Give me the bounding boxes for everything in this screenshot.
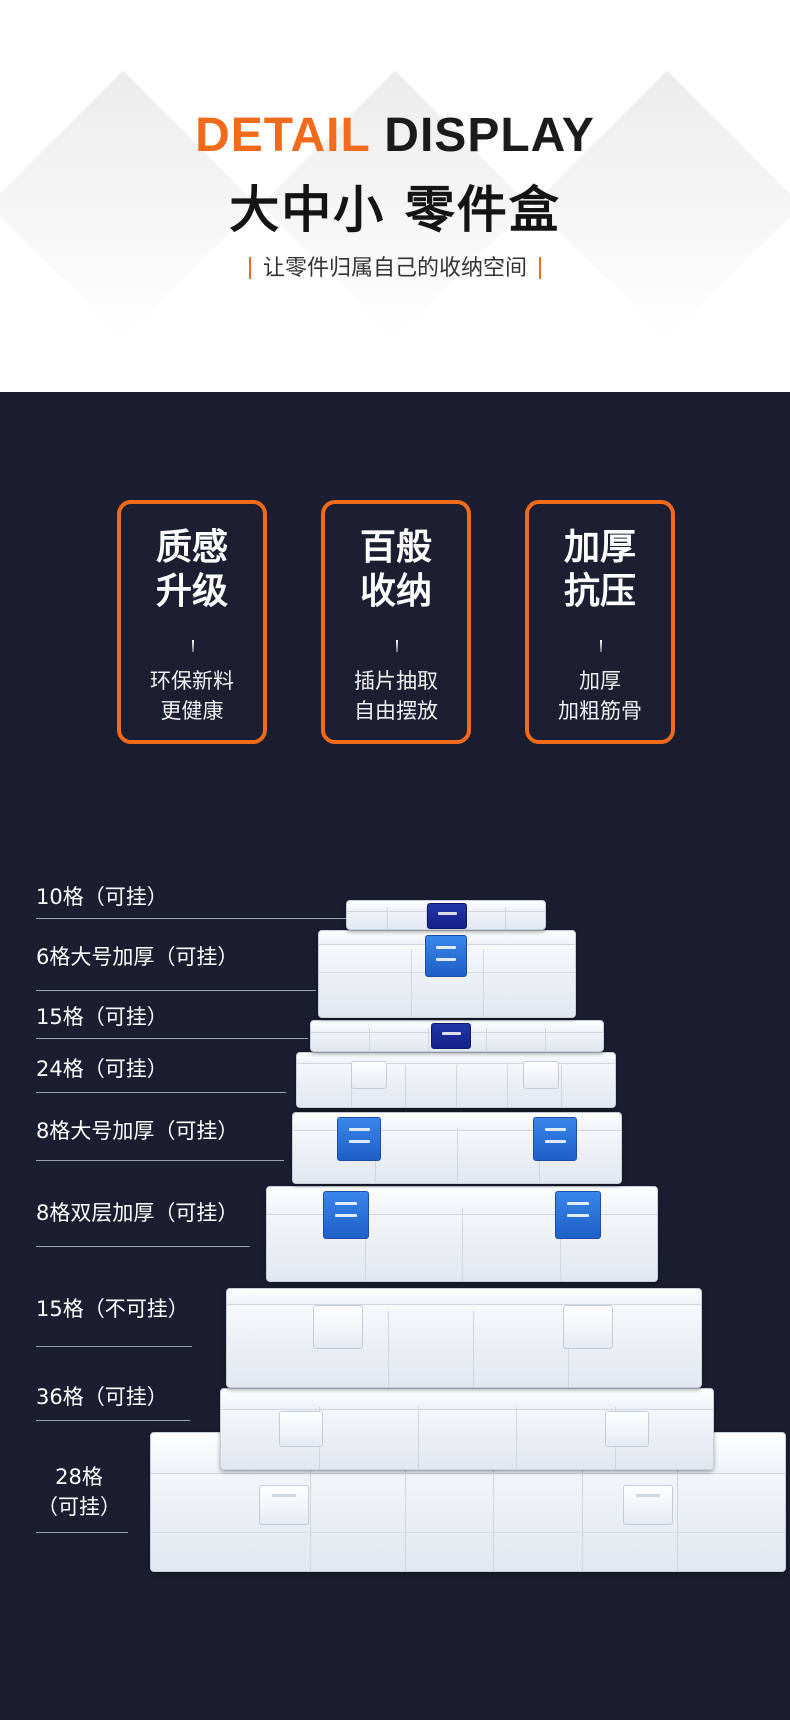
clasp-blue-left bbox=[323, 1191, 369, 1239]
clasp-left bbox=[313, 1305, 363, 1349]
clasp-left bbox=[259, 1485, 309, 1525]
feature-card-quality: 质感 升级 环保新料 更健康 bbox=[117, 500, 267, 744]
box-24-grid bbox=[296, 1052, 616, 1108]
box-divider bbox=[559, 1207, 561, 1281]
box-divider bbox=[404, 1463, 406, 1571]
box-divider bbox=[560, 1064, 562, 1107]
label-underline bbox=[36, 1420, 190, 1421]
size-label-8-large: 8格大号加厚（可挂） bbox=[36, 1119, 239, 1143]
box-lid bbox=[221, 1389, 713, 1410]
size-label-28: 28格 （可挂） bbox=[37, 1465, 121, 1519]
label-underline bbox=[36, 1346, 192, 1347]
box-divider bbox=[427, 1027, 429, 1051]
feature-divider bbox=[600, 640, 602, 652]
feature-desc: 加厚 加粗筋骨 bbox=[558, 669, 642, 723]
box-divider bbox=[516, 1406, 518, 1469]
size-label-8-double: 8格双层加厚（可挂） bbox=[36, 1201, 239, 1225]
box-divider bbox=[309, 1463, 311, 1571]
box-divider bbox=[482, 949, 484, 1017]
size-label-15: 15格（可挂） bbox=[36, 1005, 168, 1029]
box-divider bbox=[582, 1463, 584, 1571]
feature-card-storage: 百般 收纳 插片抽取 自由摆放 bbox=[321, 500, 471, 744]
box-divider bbox=[405, 1064, 407, 1107]
product-box-stack bbox=[0, 392, 790, 1720]
label-underline bbox=[36, 918, 346, 919]
clasp-right bbox=[563, 1305, 613, 1349]
box-8-double-layer bbox=[266, 1186, 658, 1282]
size-label-10: 10格（可挂） bbox=[36, 885, 168, 909]
box-divider bbox=[457, 1128, 458, 1183]
box-15-grid bbox=[310, 1020, 604, 1052]
clasp-navy bbox=[431, 1023, 471, 1049]
feature-desc: 环保新料 更健康 bbox=[150, 669, 234, 723]
box-36-grid bbox=[220, 1388, 714, 1470]
title-english-rest: DISPLAY bbox=[384, 109, 595, 162]
subtitle-text: 让零件归属自己的收纳空间 bbox=[262, 256, 527, 281]
clasp-right bbox=[523, 1061, 559, 1089]
box-divider bbox=[544, 1027, 546, 1051]
title-english-highlight: DETAIL bbox=[195, 109, 370, 162]
box-lid bbox=[227, 1289, 701, 1305]
subtitle-bar-right bbox=[539, 257, 541, 279]
box-divider bbox=[462, 1207, 463, 1281]
label-underline bbox=[36, 990, 316, 991]
box-15-grid-no-hang bbox=[226, 1288, 702, 1388]
title-chinese: 大中小 零件盒 bbox=[229, 181, 561, 239]
size-label-36: 36格（可挂） bbox=[36, 1385, 168, 1409]
box-divider bbox=[411, 949, 413, 1017]
box-divider bbox=[677, 1463, 679, 1571]
box-divider bbox=[505, 907, 507, 929]
label-underline bbox=[36, 1532, 128, 1533]
clasp-right bbox=[623, 1485, 673, 1525]
clasp-blue-left bbox=[337, 1117, 381, 1161]
feature-divider bbox=[396, 640, 398, 652]
box-divider bbox=[486, 1027, 488, 1051]
feature-divider bbox=[192, 640, 194, 652]
label-underline bbox=[36, 1160, 284, 1161]
feature-title: 百般 收纳 bbox=[359, 527, 432, 612]
box-8-large-thick bbox=[292, 1112, 622, 1184]
product-section: 质感 升级 环保新料 更健康 百般 收纳 插片抽取 自由摆放 加厚 抗压 加厚 … bbox=[0, 392, 790, 1720]
box-divider bbox=[456, 1064, 457, 1107]
clasp-navy bbox=[427, 903, 467, 929]
box-10-grid bbox=[346, 900, 546, 930]
subtitle-bar-left bbox=[248, 257, 251, 279]
clasp-blue-right bbox=[533, 1117, 577, 1161]
feature-title: 质感 升级 bbox=[155, 527, 228, 612]
subtitle: 让零件归属自己的收纳空间 bbox=[0, 250, 790, 282]
clasp-left bbox=[279, 1411, 323, 1447]
box-divider bbox=[388, 1310, 390, 1387]
clasp-left bbox=[351, 1061, 387, 1089]
header-banner: DETAIL DISPLAY 大中小 零件盒 让零件归属自己的收纳空间 bbox=[0, 0, 790, 392]
clasp-right bbox=[605, 1411, 649, 1447]
size-label-24: 24格（可挂） bbox=[36, 1057, 168, 1081]
box-divider bbox=[473, 1310, 475, 1387]
feature-title: 加厚 抗压 bbox=[563, 527, 636, 612]
feature-desc: 插片抽取 自由摆放 bbox=[354, 669, 438, 723]
box-divider bbox=[364, 1207, 366, 1281]
box-lid bbox=[297, 1053, 615, 1064]
box-6-large-thick bbox=[318, 930, 576, 1018]
box-divider bbox=[506, 1064, 508, 1107]
box-divider bbox=[493, 1463, 495, 1571]
label-underline bbox=[36, 1092, 286, 1093]
box-divider bbox=[417, 1406, 419, 1469]
box-divider bbox=[386, 907, 388, 929]
feature-card-thick: 加厚 抗压 加厚 加粗筋骨 bbox=[525, 500, 675, 744]
size-label-15-no-hang: 15格（不可挂） bbox=[36, 1297, 189, 1321]
label-underline bbox=[36, 1246, 250, 1247]
box-divider bbox=[151, 1532, 785, 1534]
title-english: DETAIL DISPLAY bbox=[0, 108, 790, 163]
label-underline bbox=[36, 1038, 308, 1039]
box-divider bbox=[426, 907, 428, 929]
clasp-blue-right bbox=[555, 1191, 601, 1239]
clasp-blue bbox=[425, 935, 467, 977]
box-divider bbox=[369, 1027, 371, 1051]
size-label-6-large: 6格大号加厚（可挂） bbox=[36, 945, 239, 969]
